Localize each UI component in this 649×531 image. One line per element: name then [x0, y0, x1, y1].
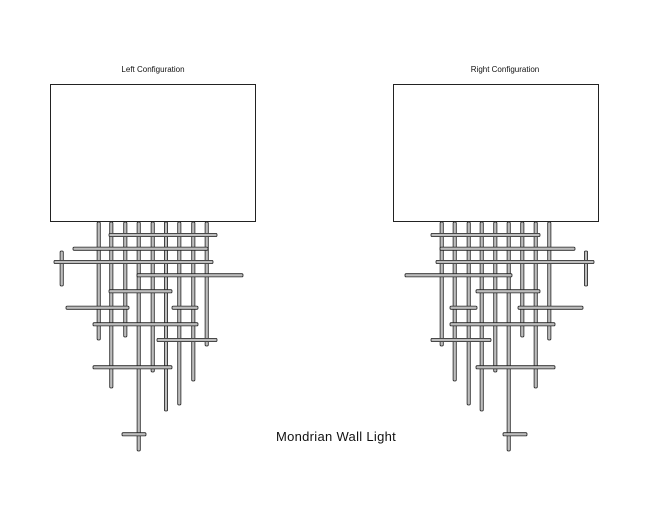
vertical-rod: [452, 221, 457, 382]
horizontal-rod: [430, 232, 541, 237]
vertical-rod: [439, 221, 444, 347]
horizontal-rod: [449, 322, 556, 327]
vertical-rod: [506, 221, 511, 452]
vertical-rod: [520, 221, 525, 338]
vertical-rod: [96, 221, 101, 341]
horizontal-rod: [475, 365, 556, 370]
left-rods: [53, 221, 244, 452]
horizontal-rod: [108, 289, 173, 294]
horizontal-rod: [108, 232, 218, 237]
horizontal-rod: [156, 337, 218, 342]
right-backplate: [393, 84, 599, 222]
horizontal-rod: [517, 305, 584, 310]
horizontal-rod: [92, 365, 173, 370]
right-configuration-label: Right Configuration: [470, 65, 540, 74]
horizontal-rod: [72, 246, 209, 251]
horizontal-rod: [136, 273, 244, 278]
left-configuration-label: Left Configuration: [121, 65, 185, 74]
vertical-rod: [547, 221, 552, 341]
vertical-rod: [136, 221, 141, 452]
vertical-rod: [59, 250, 64, 287]
vertical-rod: [163, 221, 168, 412]
vertical-rod: [191, 221, 196, 382]
vertical-rod: [584, 250, 589, 287]
horizontal-rod: [435, 259, 595, 264]
left-backplate: [50, 84, 256, 222]
horizontal-rod: [475, 289, 541, 294]
horizontal-rod: [502, 432, 528, 437]
horizontal-rod: [171, 305, 199, 310]
horizontal-rod: [92, 322, 199, 327]
right-rods: [404, 221, 595, 452]
horizontal-rod: [65, 305, 130, 310]
horizontal-rod: [121, 432, 147, 437]
drawing-title: Mondrian Wall Light: [275, 429, 397, 444]
vertical-rod: [466, 221, 471, 406]
vertical-rod: [204, 221, 209, 347]
horizontal-rod: [404, 273, 513, 278]
vertical-rod: [479, 221, 484, 412]
vertical-rod: [177, 221, 182, 406]
horizontal-rod: [430, 337, 492, 342]
horizontal-rod: [439, 246, 576, 251]
horizontal-rod: [53, 259, 214, 264]
vertical-rod: [123, 221, 128, 338]
vertical-rod: [493, 221, 498, 373]
horizontal-rod: [449, 305, 478, 310]
vertical-rod: [150, 221, 155, 373]
